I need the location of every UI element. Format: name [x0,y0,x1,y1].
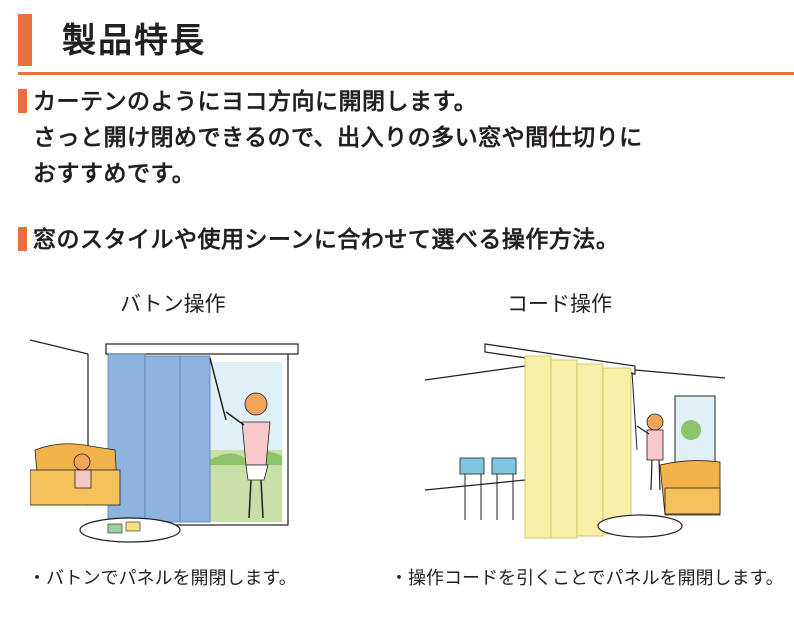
section-header: 製品特長 [18,12,794,75]
vertical-panels [107,353,211,523]
feature-line: カーテンのようにヨコ方向に開閉します。 [33,89,478,115]
feature-line: 窓のスタイルや使用シーンに合わせて選べる操作方法。 [33,227,620,253]
baton-operation-label: バトン操作 [120,292,226,316]
feature-item-horizontal-opening: カーテンのようにヨコ方向に開閉します。 さっと開け閉めできるので、出入りの多い窓… [18,84,643,192]
feature-item-operation-methods: 窓のスタイルや使用シーンに合わせて選べる操作方法。 [18,222,619,258]
person-figure [225,392,271,519]
vertical-panels [524,355,632,539]
baton-wand [209,357,227,421]
feature-line: おすすめです。 [33,161,196,187]
baton-operation-caption: ・バトンでパネルを開閉します。 [28,568,297,589]
coffee-table [597,514,683,538]
cord-operation-illustration [425,343,725,539]
feature-line: さっと開け閉めできるので、出入りの多い窓や間仕切りに [33,125,643,151]
person-figure [636,413,664,491]
coffee-table [79,517,181,543]
cord-operation-caption: ・操作コードを引くことでパネルを開閉します。 [390,568,784,589]
cord-operation-label: コード操作 [507,292,612,316]
baton-operation-illustration [30,339,299,543]
chairs [459,457,517,520]
page-title: 製品特長 [62,21,206,61]
bullet-mark [18,89,27,113]
sofa [659,460,721,516]
operating-cord [631,371,638,451]
bullet-mark [18,227,27,251]
title-accent-bar [18,14,32,66]
